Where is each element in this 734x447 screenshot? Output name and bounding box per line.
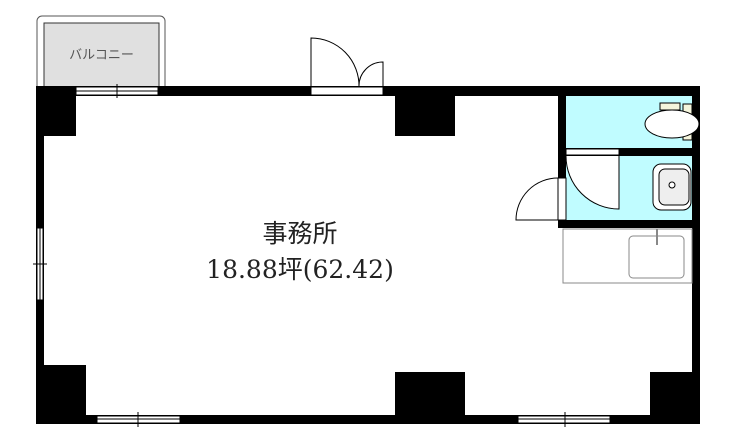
wall-bottom — [36, 415, 700, 424]
window-bottom-right[interactable] — [517, 412, 611, 427]
window-balcony[interactable] — [75, 84, 159, 98]
pillar — [36, 365, 86, 424]
pillar — [650, 372, 700, 424]
door-toilet[interactable] — [565, 148, 620, 210]
balcony-label: バルコニー — [69, 48, 134, 63]
balcony-floor — [43, 22, 160, 89]
pillar — [395, 372, 465, 424]
room-area: 18.88坪(62.42) — [206, 255, 394, 284]
pillar — [395, 86, 455, 136]
pillar — [36, 86, 76, 136]
wall-right — [692, 86, 700, 424]
kitchen-counter — [562, 228, 693, 284]
wall-wet-left — [558, 86, 566, 228]
wall-wet-bottom — [558, 220, 700, 228]
door-wet-area[interactable] — [515, 177, 567, 221]
room-name: 事務所 — [262, 219, 338, 248]
wash-basin — [652, 163, 692, 211]
wall-wet-mid — [558, 148, 700, 156]
toilet — [644, 102, 700, 141]
window-bottom-left[interactable] — [96, 412, 181, 427]
window-left[interactable] — [33, 227, 47, 301]
entrance-door[interactable] — [310, 37, 384, 96]
